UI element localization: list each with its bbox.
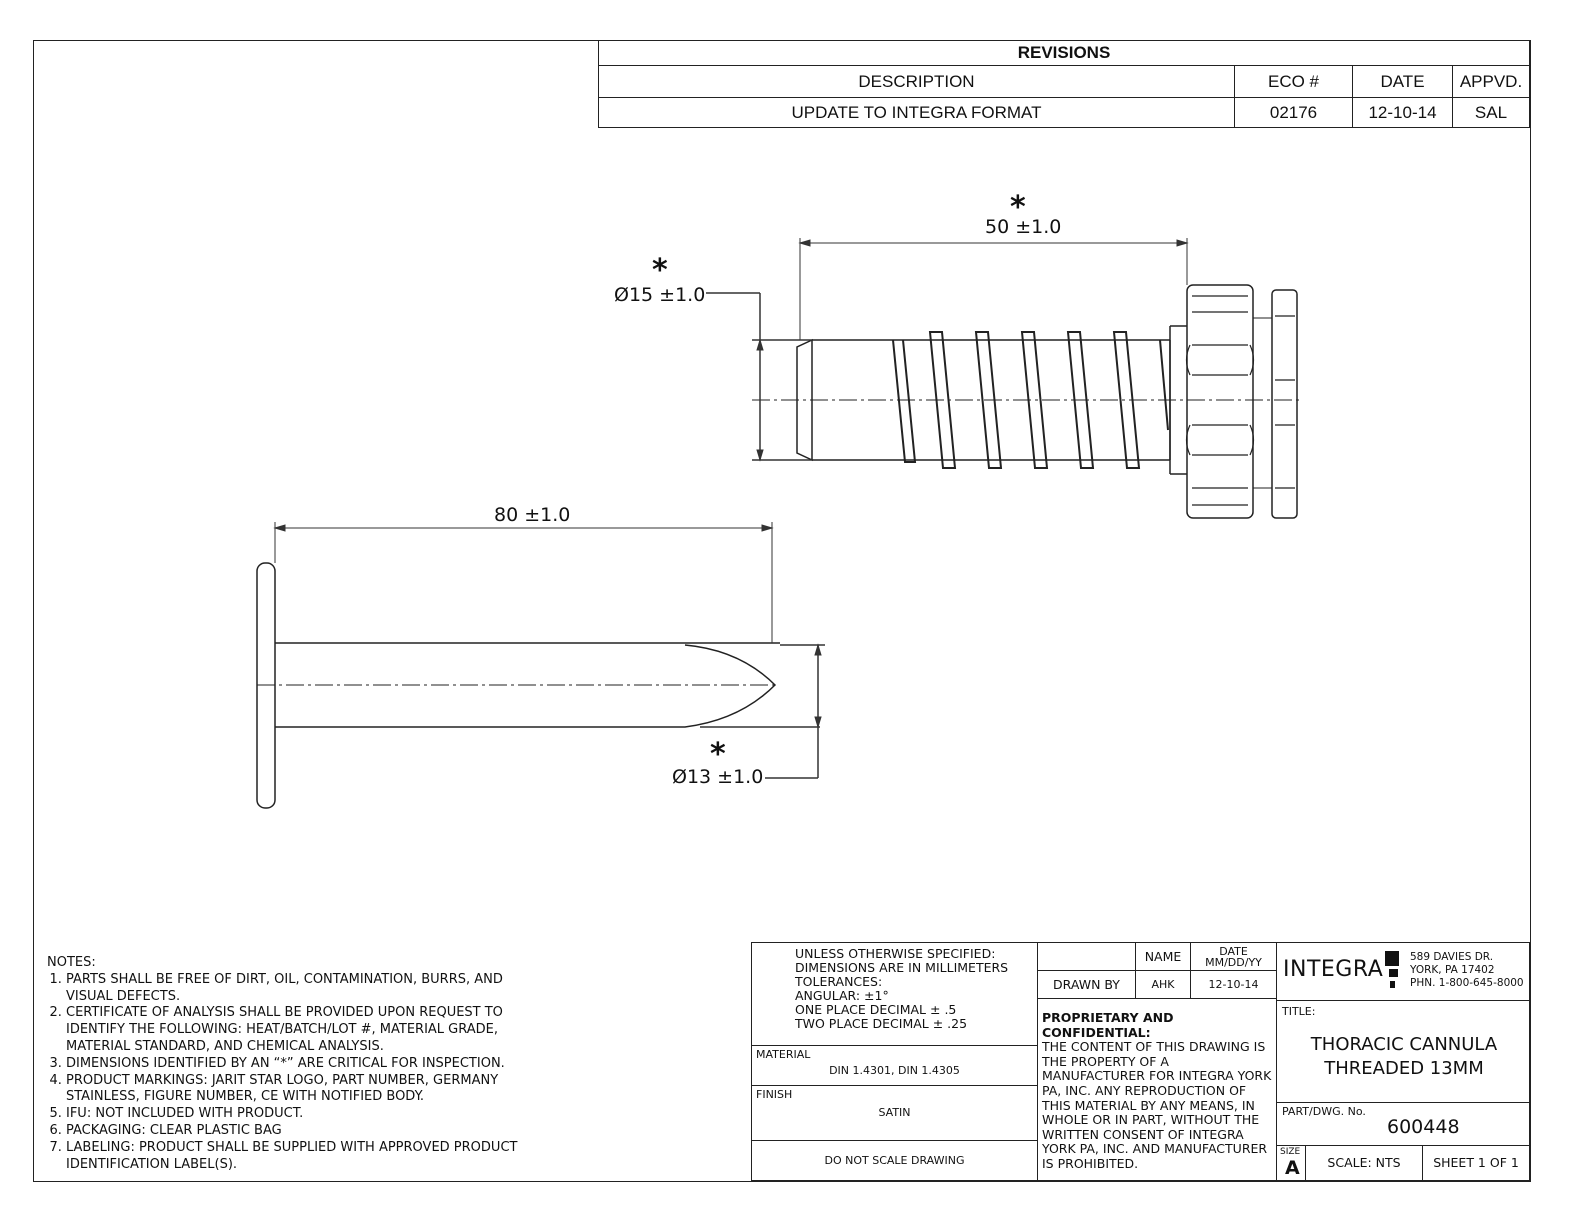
proprietary-text: THE CONTENT OF THIS DRAWING IS THE PROPE… [1042,1039,1272,1171]
do-not-scale-note: DO NOT SCALE DRAWING [751,1140,1038,1181]
sheet-number: SHEET 1 OF 1 [1422,1145,1530,1181]
title-line: THORACIC CANNULA [1310,1034,1498,1055]
notes-heading: NOTES: [47,955,96,970]
trocar-shaft-tip [275,644,777,728]
integra-logo: INTEGRA [1283,957,1384,982]
tolerance-line: ONE PLACE DECIMAL ± .5 [795,1002,957,1017]
thread-helix [892,331,1169,469]
revision-approved: SAL [1452,97,1530,128]
critical-mark: * [652,253,668,288]
address-line: YORK, PA 17402 [1410,964,1495,976]
material-label: MATERIAL [756,1048,811,1061]
tube-tapered-end [796,338,813,462]
note-item: CERTIFICATE OF ANALYSIS SHALL BE PROVIDE… [66,1005,547,1055]
material-value: DIN 1.4301, DIN 1.4305 [829,1064,960,1077]
date-header: DATE MM/DD/YY [1190,942,1277,971]
title-label: TITLE: [1282,1005,1316,1018]
note-item: LABELING: PRODUCT SHALL BE SUPPLIED WITH… [66,1140,547,1174]
part-number-box: PART/DWG. No. 600448 [1276,1102,1530,1146]
tolerance-line: UNLESS OTHERWISE SPECIFIED: [795,946,996,961]
drawn-by-label: DRAWN BY [1037,970,1136,999]
title-line: THREADED 13MM [1324,1058,1484,1079]
finish-value: SATIN [878,1106,911,1119]
dimension-diameter-threaded: Ø15 ±1.0 [614,284,706,306]
drawn-by-date: 12-10-14 [1190,970,1277,999]
tolerance-line: TOLERANCES: [795,974,883,989]
lock-washer [1271,289,1298,519]
dimension-diameter-trocar: Ø13 ±1.0 [672,766,764,788]
tolerances-box: UNLESS OTHERWISE SPECIFIED: DIMENSIONS A… [751,942,1038,1046]
drawing-title: THORACIC CANNULA THREADED 13MM [1277,1033,1531,1081]
name-header: NAME [1135,942,1191,971]
critical-mark: * [1010,190,1026,225]
company-logo-box: INTEGRA 589 DAVIES DR. YORK, PA 17402 PH… [1276,942,1530,1001]
blank-cell [1037,942,1136,971]
part-number-label: PART/DWG. No. [1282,1105,1366,1118]
trocar-dimensions [273,522,825,779]
logo-mark-icon [1390,981,1395,988]
title-box: TITLE: THORACIC CANNULA THREADED 13MM [1276,1000,1530,1103]
tolerance-line: ANGULAR: ±1° [795,988,889,1003]
note-item: DIMENSIONS IDENTIFIED BY AN “*” ARE CRIT… [66,1056,547,1073]
threaded-tube-outline [812,339,1170,461]
threaded-dimensions [706,238,1189,462]
critical-mark: * [710,737,726,772]
dimension-length-trocar: 80 ±1.0 [494,504,571,526]
material-box: MATERIAL DIN 1.4301, DIN 1.4305 [751,1045,1038,1086]
threaded-cannula-view [752,284,1300,519]
note-item: IFU: NOT INCLUDED WITH PRODUCT. [66,1106,547,1123]
logo-mark-icon [1385,951,1399,966]
size-value: A [1285,1157,1300,1179]
note-item: PARTS SHALL BE FREE OF DIRT, OIL, CONTAM… [66,972,547,1006]
company-address: 589 DAVIES DR. YORK, PA 17402 PHN. 1-800… [1410,951,1524,990]
note-item: PRODUCT MARKINGS: JARIT STAR LOGO, PART … [66,1073,547,1107]
finish-box: FINISH SATIN [751,1085,1038,1141]
address-line: PHN. 1-800-645-8000 [1410,977,1524,989]
size-box: SIZE A [1276,1145,1306,1181]
note-item: PACKAGING: CLEAR PLASTIC BAG [66,1123,547,1140]
proprietary-heading: PROPRIETARY AND CONFIDENTIAL: [1042,1010,1174,1040]
finish-label: FINISH [756,1088,793,1101]
address-line: 589 DAVIES DR. [1410,951,1494,963]
scale: SCALE: NTS [1305,1145,1423,1181]
part-number: 600448 [1387,1116,1460,1138]
proprietary-box: PROPRIETARY AND CONFIDENTIAL: THE CONTEN… [1037,998,1277,1181]
hex-nut [1186,284,1254,519]
tolerance-line: TWO PLACE DECIMAL ± .25 [795,1016,968,1031]
tolerance-line: DIMENSIONS ARE IN MILLIMETERS [795,960,1009,975]
notes-section: NOTES: PARTS SHALL BE FREE OF DIRT, OIL,… [47,955,547,1173]
size-label: SIZE [1280,1147,1301,1157]
logo-mark-icon [1389,969,1398,977]
drawn-by-name: AHK [1135,970,1191,999]
trocar-view [256,562,780,809]
dimension-length-threaded: 50 ±1.0 [985,216,1062,238]
